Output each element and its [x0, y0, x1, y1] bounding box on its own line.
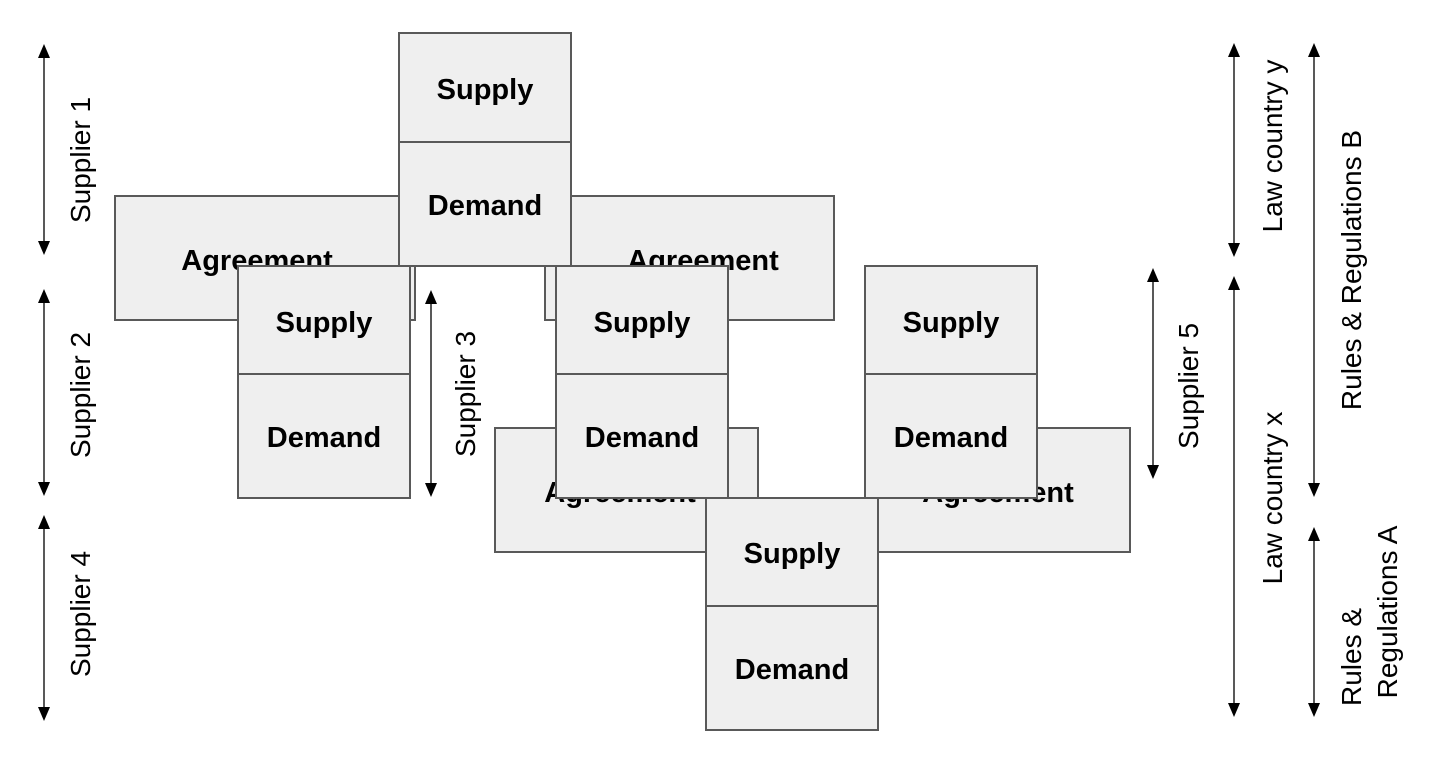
supply-label: Supply: [744, 538, 841, 570]
supplier-1-range-arrow: [38, 44, 50, 255]
demand-label: Demand: [735, 654, 849, 686]
supplier-5-block: Supply Demand: [864, 265, 1038, 499]
rules-a-label-line-2: Regulations A: [1372, 525, 1403, 698]
supply-cell: [555, 265, 729, 375]
supplier-2-block: Supply Demand: [237, 265, 411, 499]
demand-cell: [864, 373, 1038, 499]
supplier-4-label: Supplier 4: [65, 551, 96, 677]
demand-cell: [398, 141, 572, 267]
rules-b-label: Rules & Regulations B: [1336, 130, 1367, 410]
supply-label: Supply: [276, 307, 373, 339]
supply-cell: [864, 265, 1038, 375]
supply-label: Supply: [594, 307, 691, 339]
demand-cell: [555, 373, 729, 499]
supplier-5-label: Supplier 5: [1173, 323, 1204, 449]
supplier-3-block: Supply Demand: [555, 265, 729, 499]
law-x-label: Law country x: [1257, 412, 1288, 585]
supplier-2-range-arrow: [38, 289, 50, 496]
demand-cell: [237, 373, 411, 499]
supplier-1-label: Supplier 1: [65, 97, 96, 223]
supplier-4-range-arrow: [38, 515, 50, 721]
demand-cell: [705, 605, 879, 731]
law-y-range-arrow: [1228, 43, 1240, 257]
supplier-3-range-arrow: [425, 290, 437, 497]
demand-label: Demand: [428, 190, 542, 222]
rules-a-range-arrow: [1308, 527, 1320, 717]
demand-label: Demand: [585, 422, 699, 454]
law-x-range-arrow: [1228, 276, 1240, 717]
rules-b-range-arrow: [1308, 43, 1320, 497]
demand-label: Demand: [267, 422, 381, 454]
supply-label: Supply: [437, 74, 534, 106]
rules-a-label-line-1: Rules &: [1336, 608, 1367, 706]
supplier-3-label: Supplier 3: [450, 331, 481, 457]
demand-label: Demand: [894, 422, 1008, 454]
supplier-4-block: Supply Demand: [705, 497, 879, 731]
supplier-5-range-arrow: [1147, 268, 1159, 479]
supplier-1-block: Supply Demand: [398, 32, 572, 267]
law-y-label: Law country y: [1257, 60, 1288, 233]
supplier-2-label: Supplier 2: [65, 332, 96, 458]
supply-label: Supply: [903, 307, 1000, 339]
supply-cell: [237, 265, 411, 375]
